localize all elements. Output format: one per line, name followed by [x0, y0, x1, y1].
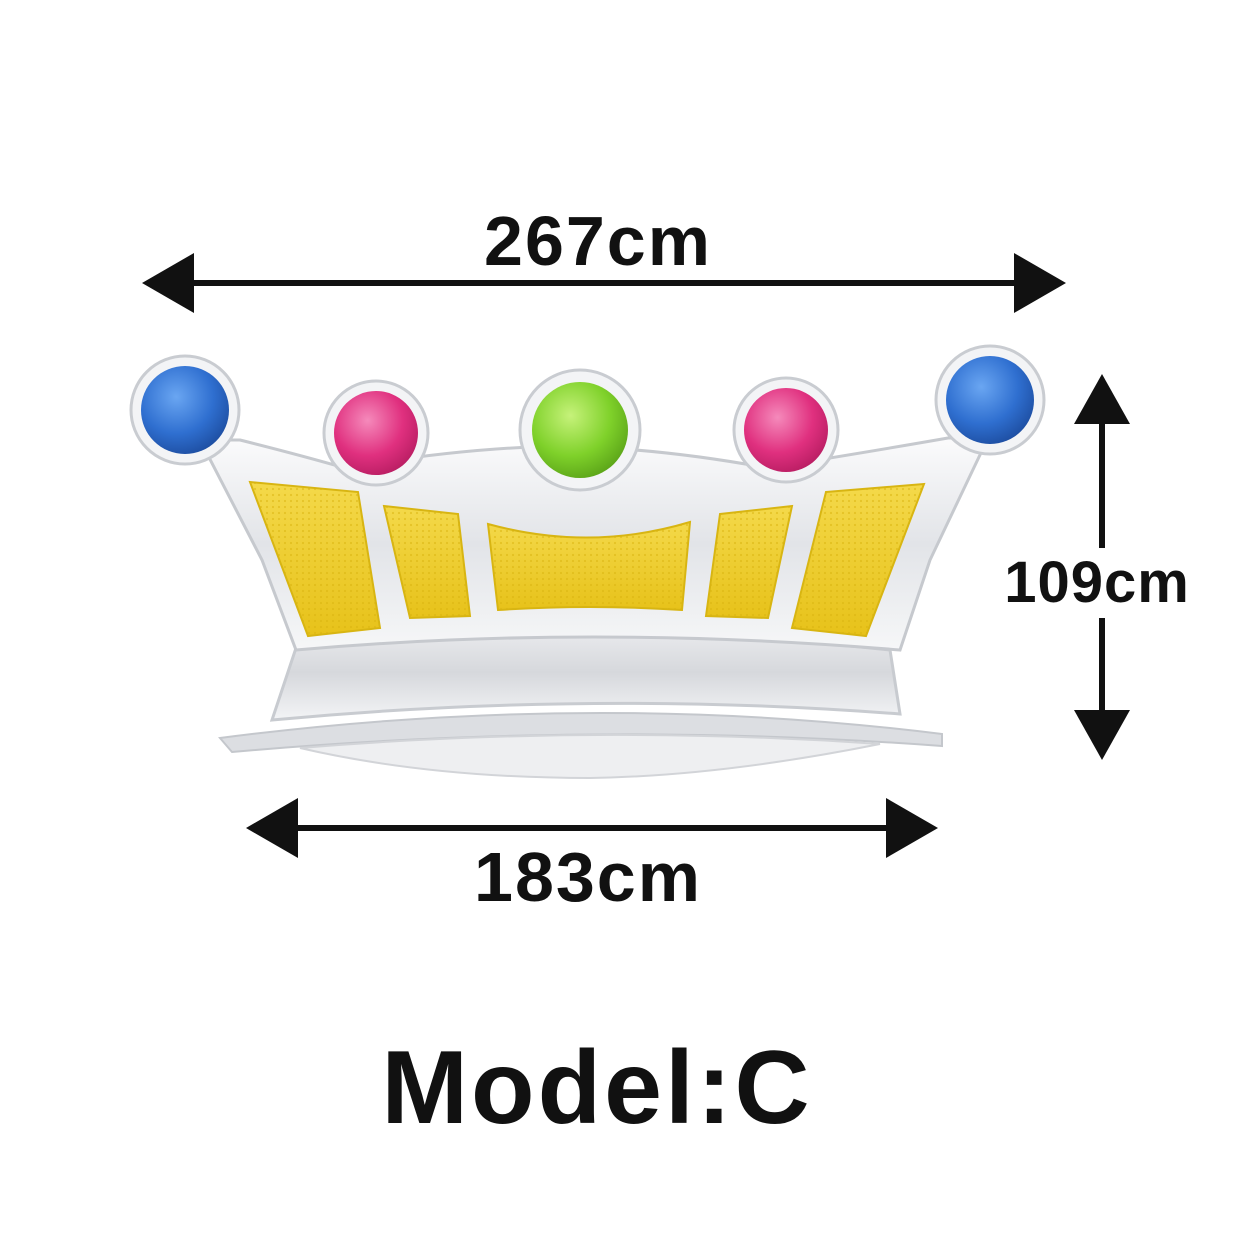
gem-pink-left — [322, 379, 430, 487]
gem-blue-right — [934, 344, 1046, 456]
arrow-down-icon — [1074, 710, 1130, 760]
gem-pink-right — [732, 376, 840, 484]
yellow-panels — [248, 480, 926, 638]
crown-icon — [129, 344, 1046, 780]
gem-green-center — [518, 368, 642, 492]
width-dimension-arrow — [142, 253, 1066, 313]
arrow-right-icon — [1014, 253, 1066, 313]
gem-blue-left — [129, 354, 241, 466]
height-label: 109cm — [1004, 548, 1190, 618]
width-label: 267cm — [484, 202, 712, 280]
base-dimension-arrow — [246, 798, 938, 858]
arrow-up-icon — [1074, 374, 1130, 424]
base-width-label: 183cm — [474, 838, 702, 916]
arrow-left-icon — [142, 253, 194, 313]
arrow-right-icon — [886, 798, 938, 858]
model-label: Model:C — [381, 1030, 813, 1146]
arrow-left-icon — [246, 798, 298, 858]
